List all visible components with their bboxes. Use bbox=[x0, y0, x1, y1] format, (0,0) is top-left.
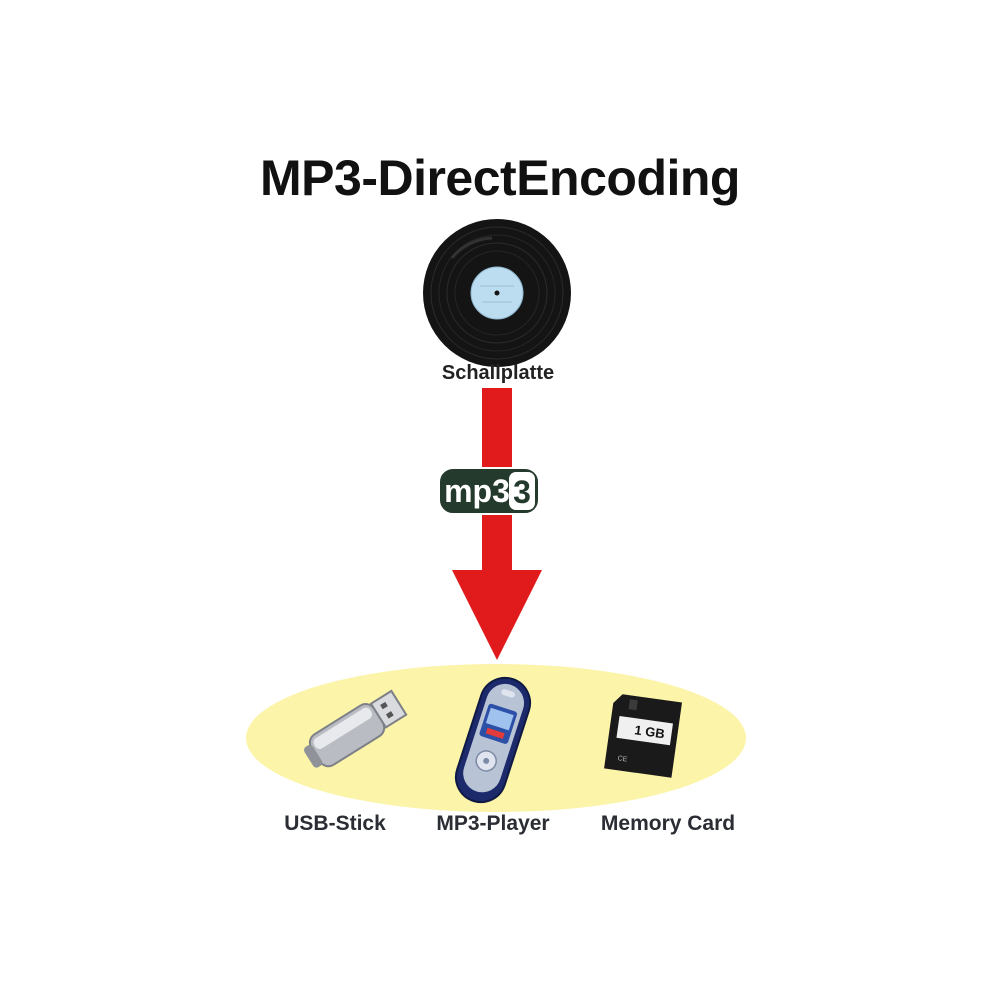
memory-card-icon: 1 GB CE bbox=[604, 694, 682, 778]
mp3-badge-text: mp3 bbox=[444, 473, 510, 509]
mp3-logo-icon: mp3 3 bbox=[438, 467, 540, 515]
memory-card-capacity: 1 GB bbox=[634, 722, 666, 741]
mp3-player-icon bbox=[454, 676, 532, 804]
usb-stick-label: USB-Stick bbox=[284, 812, 386, 835]
source-label: Schallplatte bbox=[441, 362, 555, 384]
ce-mark: CE bbox=[617, 755, 628, 763]
mp3-badge-digit: 3 bbox=[513, 474, 531, 510]
memory-card-label: Memory Card bbox=[600, 812, 736, 835]
mp3-player-label: MP3-Player bbox=[436, 812, 550, 835]
page-title: MP3-DirectEncoding bbox=[260, 150, 740, 206]
red-down-arrow-icon bbox=[452, 388, 542, 660]
usb-stick-icon bbox=[304, 689, 408, 768]
vinyl-record-icon bbox=[423, 219, 571, 367]
